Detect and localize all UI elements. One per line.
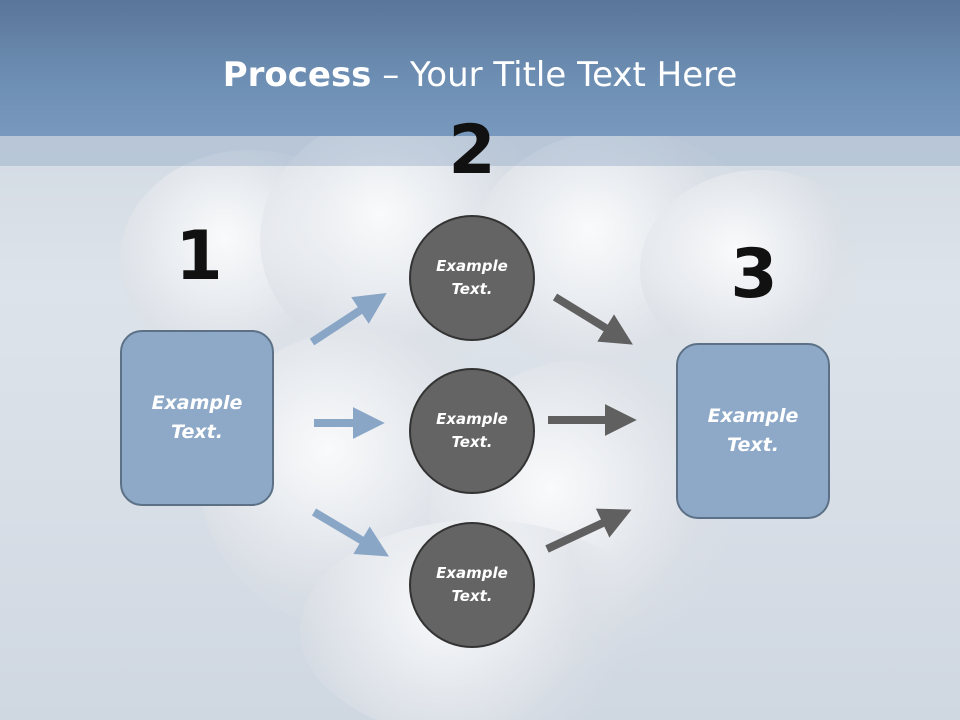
circle-top: Example Text. bbox=[409, 215, 535, 341]
title-rest: – Your Title Text Here bbox=[371, 55, 738, 95]
circle-bottom-label: Example Text. bbox=[436, 564, 508, 605]
circle-bottom: Example Text. bbox=[409, 522, 535, 648]
circle-middle: Example Text. bbox=[409, 368, 535, 494]
arrow-bottom-to-right bbox=[545, 508, 632, 553]
left-box-label: Example Text. bbox=[151, 392, 243, 443]
title-bold: Process bbox=[222, 55, 372, 95]
arrow-top-to-right bbox=[552, 293, 633, 345]
arrow-left-to-bottom bbox=[311, 508, 390, 557]
right-box: Example Text. bbox=[676, 343, 830, 519]
slide-title: Process – Your Title Text Here bbox=[0, 52, 960, 98]
circle-top-label: Example Text. bbox=[436, 257, 508, 298]
arrow-left-to-top bbox=[309, 292, 387, 346]
right-box-label: Example Text. bbox=[707, 405, 799, 456]
step-number-2: 2 bbox=[448, 111, 496, 190]
step-number-3: 3 bbox=[730, 235, 778, 314]
circle-middle-label: Example Text. bbox=[436, 410, 508, 451]
left-box: Example Text. bbox=[120, 330, 274, 506]
title-underband bbox=[0, 136, 960, 166]
step-number-1: 1 bbox=[175, 217, 223, 296]
title-bar bbox=[0, 0, 960, 136]
